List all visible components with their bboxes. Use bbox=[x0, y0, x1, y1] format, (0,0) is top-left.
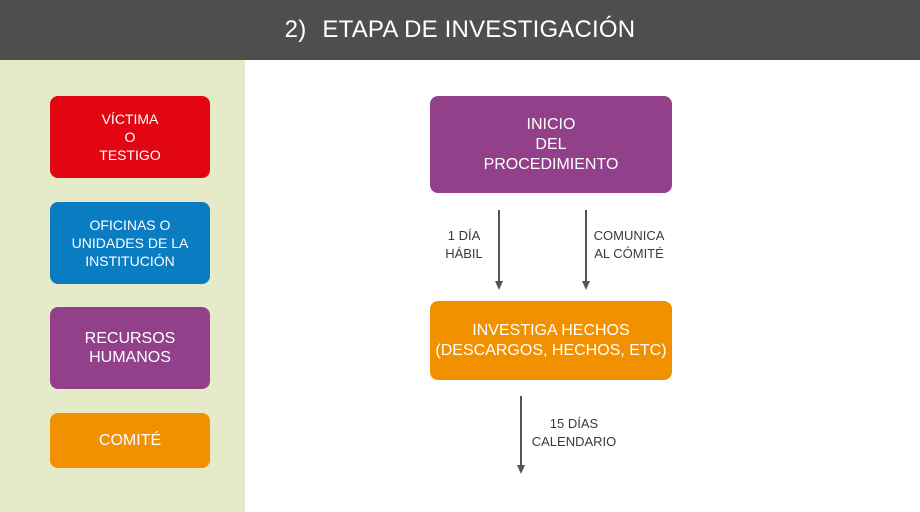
stage-number: 2) bbox=[284, 16, 307, 43]
page-title: ETAPA DE INVESTIGACIÓN bbox=[322, 16, 636, 43]
start-procedure-box: INICIO DEL PROCEDIMIENTO bbox=[430, 96, 672, 193]
investigate-facts-box: INVESTIGA HECHOS (DESCARGOS, HECHOS, ETC… bbox=[430, 301, 672, 380]
arrow-head-bottom bbox=[517, 465, 525, 474]
label-comunica-al-comite: COMUNICA AL CÓMITÉ bbox=[593, 228, 665, 261]
arrow-head-right bbox=[582, 281, 590, 290]
legend-offices-or-units: OFICINAS O UNIDADES DE LA INSTITUCIÓN bbox=[50, 202, 210, 284]
legend-victim-or-witness: VÍCTIMA O TESTIGO bbox=[50, 96, 210, 178]
arrow-head-left bbox=[495, 281, 503, 290]
legend-human-resources: RECURSOS HUMANOS bbox=[50, 307, 210, 389]
label-15-dias-calendario: 15 DÍAS CALENDARIO bbox=[531, 416, 617, 449]
page-header: 2) ETAPA DE INVESTIGACIÓN bbox=[0, 0, 920, 60]
label-1-dia-habil: 1 DÍA HÁBIL bbox=[445, 228, 483, 261]
legend-committee: COMITÉ bbox=[50, 413, 210, 468]
